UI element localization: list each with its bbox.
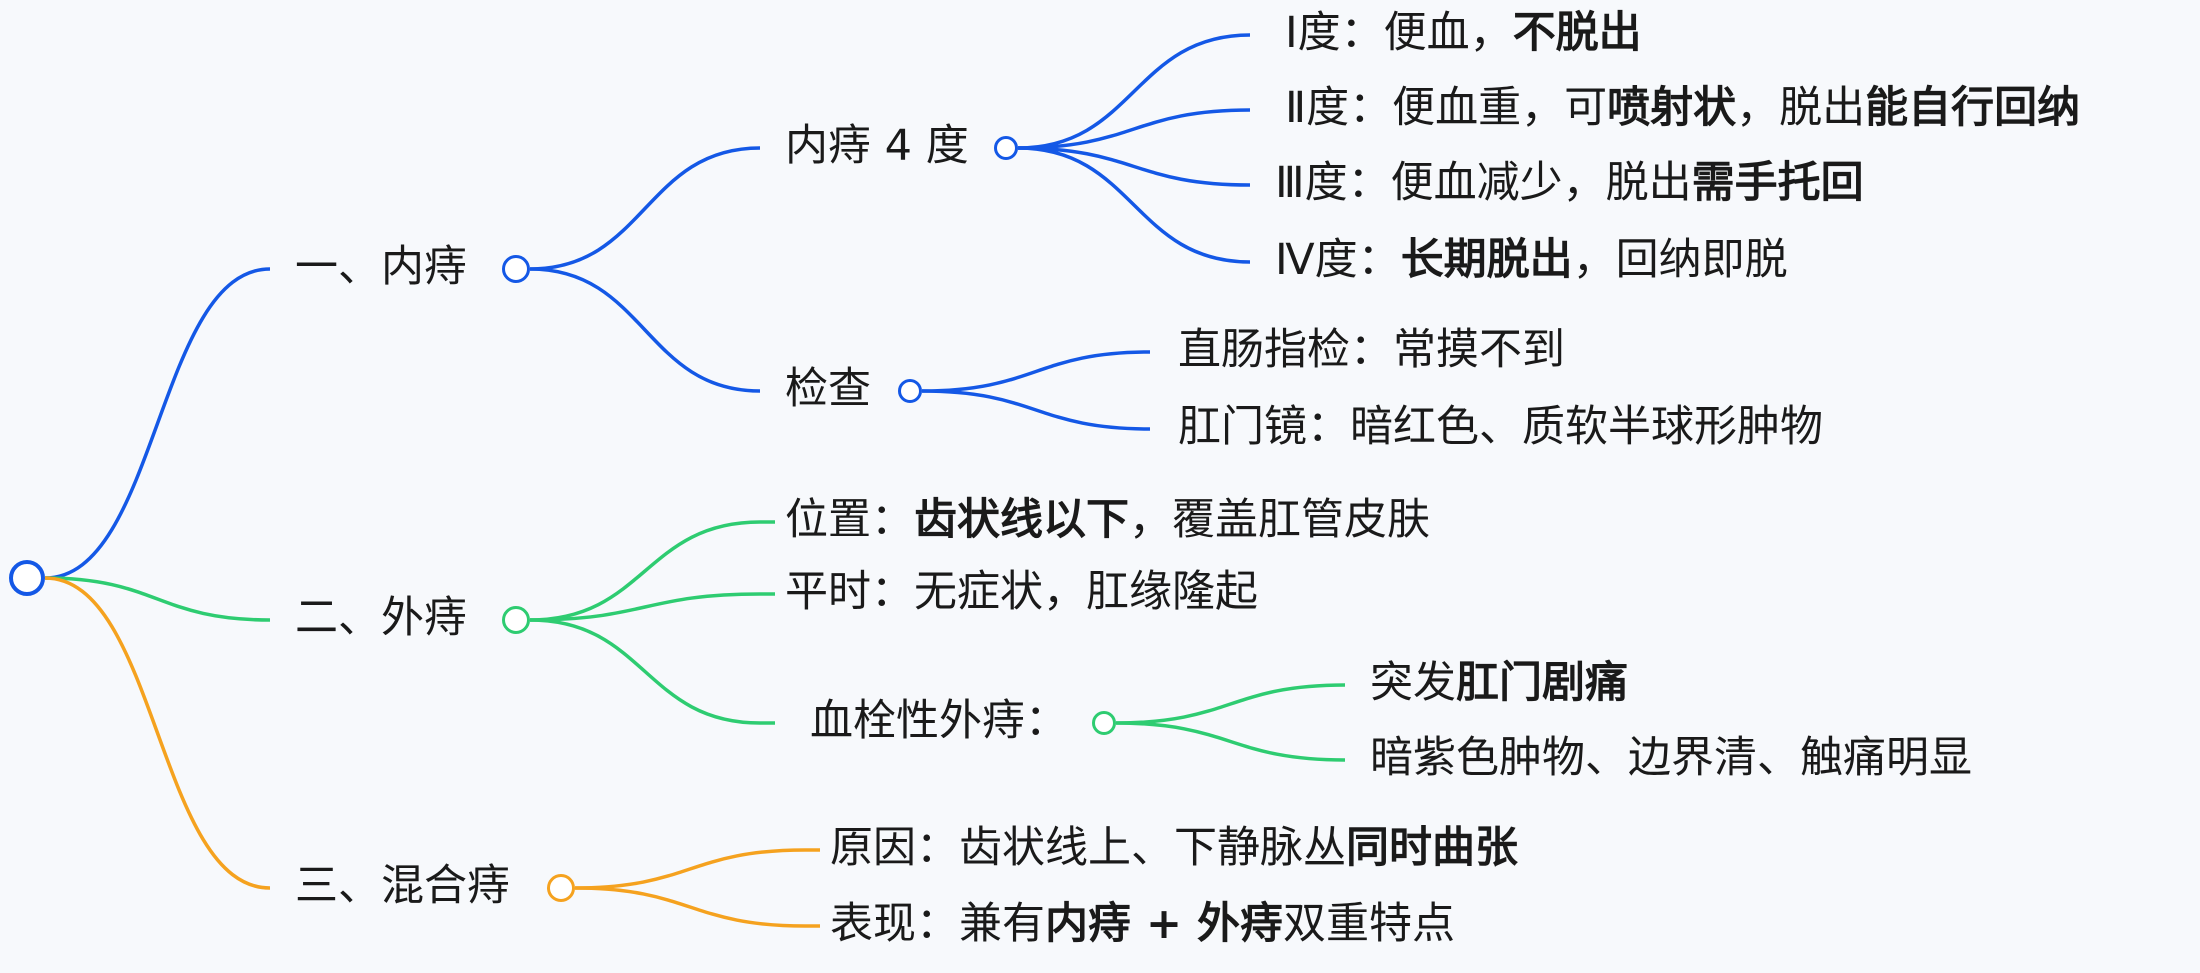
- leaf-cause: 原因：齿状线上、下静脉丛同时曲张: [830, 823, 1518, 873]
- leaf-degree-2: Ⅱ度：便血重，可喷射状，脱出能自行回纳: [1285, 83, 2081, 133]
- leaf-anoscope: 肛门镜：暗红色、质软半球形肿物: [1178, 402, 1823, 452]
- leaf-degree-1: Ⅰ度：便血，不脱出: [1285, 8, 1642, 58]
- internal-root-link: [44, 267, 271, 580]
- branch-external: 二、外痔: [295, 593, 467, 643]
- root-node[interactable]: [9, 560, 45, 596]
- leaf-digital-exam: 直肠指检：常摸不到: [1178, 325, 1565, 375]
- dark-mass-link: [1115, 721, 1346, 762]
- leaf-location: 位置：齿状线以下，覆盖肛管皮肤: [785, 495, 1430, 545]
- leaf-degree-4: Ⅳ度：长期脱出，回纳即脱: [1275, 235, 1788, 285]
- usual-link: [529, 592, 761, 622]
- degree-2-link: [1017, 108, 1251, 150]
- mixed-root-link: [44, 576, 271, 890]
- thrombosed-link: [529, 618, 761, 725]
- location-link: [529, 520, 761, 622]
- internal-degrees-link: [529, 146, 761, 271]
- internal-degrees-expand-node[interactable]: [994, 136, 1018, 160]
- degree-4-link: [1017, 146, 1251, 264]
- external-root-link: [44, 576, 271, 622]
- exam-expand-node[interactable]: [898, 379, 922, 403]
- internal-expand-node[interactable]: [502, 255, 530, 283]
- exam-link: [529, 267, 761, 393]
- branch-mixed: 三、混合痔: [295, 861, 510, 911]
- cause-link: [574, 848, 806, 890]
- node-exam: 检查: [785, 364, 871, 414]
- leaf-usual: 平时：无症状，肛缘隆起: [785, 567, 1258, 617]
- leaf-manifest: 表现：兼有内痔 + 外痔双重特点: [830, 899, 1455, 949]
- node-thrombosed: 血栓性外痔：: [810, 696, 1068, 746]
- manifest-link: [574, 886, 806, 928]
- thrombosed-expand-node[interactable]: [1092, 711, 1116, 735]
- degree-1-link: [1017, 33, 1251, 150]
- leaf-dark-mass: 暗紫色肿物、边界清、触痛明显: [1370, 733, 1972, 783]
- node-internal-degrees: 内痔 4 度: [785, 121, 969, 171]
- leaf-degree-3: Ⅲ度：便血减少，脱出需手托回: [1275, 158, 1864, 208]
- sudden-pain-link: [1115, 683, 1346, 725]
- digital-exam-link: [921, 350, 1151, 393]
- external-expand-node[interactable]: [502, 606, 530, 634]
- anoscope-link: [921, 389, 1151, 431]
- degree-3-link: [1017, 146, 1251, 187]
- mixed-expand-node[interactable]: [547, 874, 575, 902]
- leaf-sudden-pain: 突发肛门剧痛: [1370, 658, 1628, 708]
- branch-internal: 一、内痔: [295, 242, 467, 292]
